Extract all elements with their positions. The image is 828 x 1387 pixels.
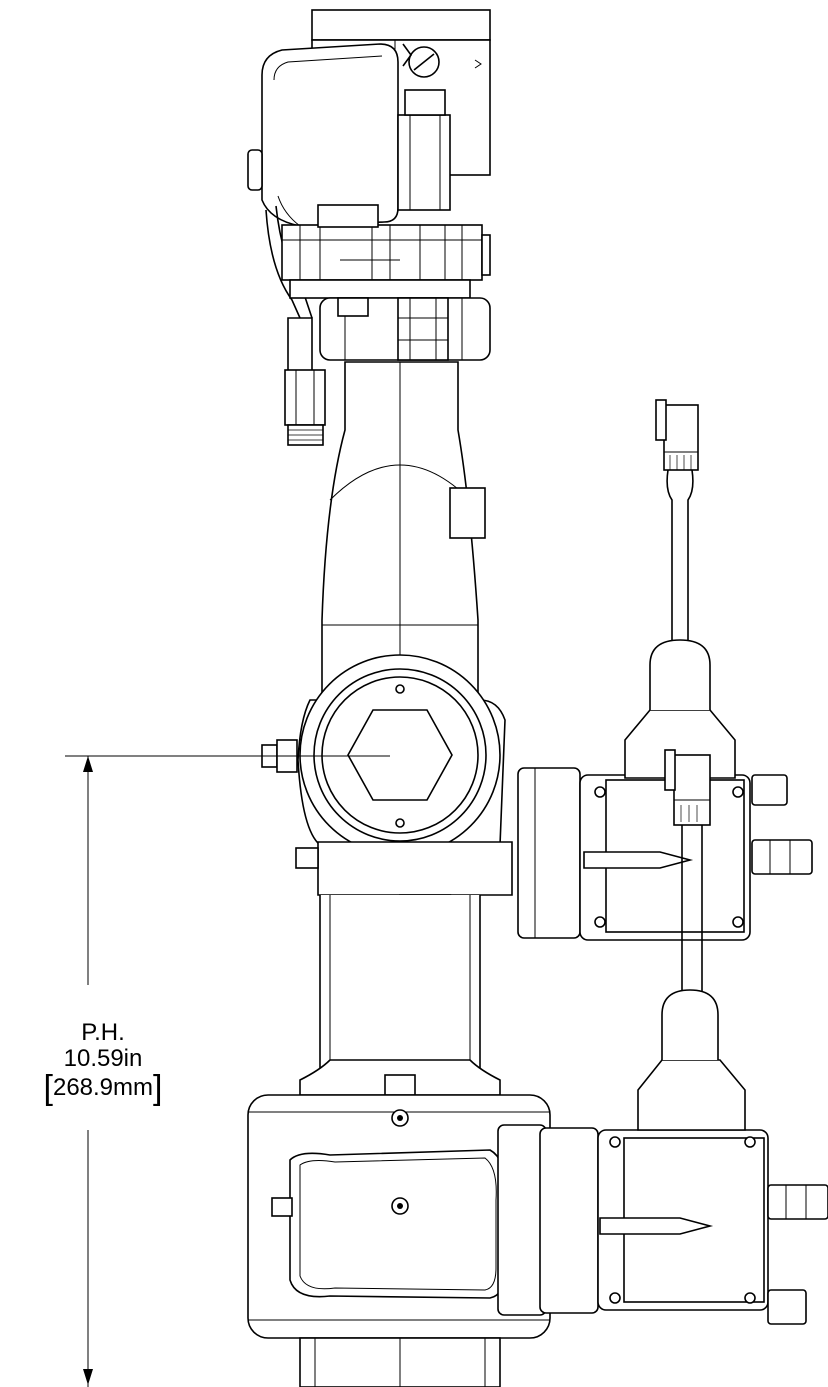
- middle-connector: [664, 749, 711, 1010]
- valve-stem: [397, 89, 451, 211]
- arrow-head-bottom: [83, 1369, 93, 1385]
- open-bracket: [: [43, 1069, 53, 1107]
- dimension-text: P.H. 10.59in [268.9mm]: [28, 1019, 178, 1106]
- hex-nut: [319, 297, 491, 361]
- actuator-cover: [247, 43, 399, 319]
- main-body: [321, 361, 486, 721]
- center-port: [261, 654, 506, 856]
- close-bracket: ]: [153, 1069, 163, 1107]
- dimension-metric: 268.9mm: [52, 1074, 154, 1101]
- lower-right-actuator: [497, 989, 828, 1325]
- dimension-metric-row: [268.9mm]: [28, 1071, 178, 1105]
- lower-body: [295, 841, 513, 1096]
- upper-right-actuator: [517, 399, 813, 941]
- bottom-housing: [247, 1094, 551, 1387]
- left-connector: [284, 317, 326, 446]
- arrow-head-top: [83, 756, 93, 772]
- dimension-name: P.H.: [81, 1019, 125, 1046]
- hex-port: [347, 709, 453, 801]
- ph-dimension: [65, 755, 390, 1387]
- manifold-block: [281, 204, 491, 299]
- dimension-imperial: 10.59in: [63, 1045, 143, 1072]
